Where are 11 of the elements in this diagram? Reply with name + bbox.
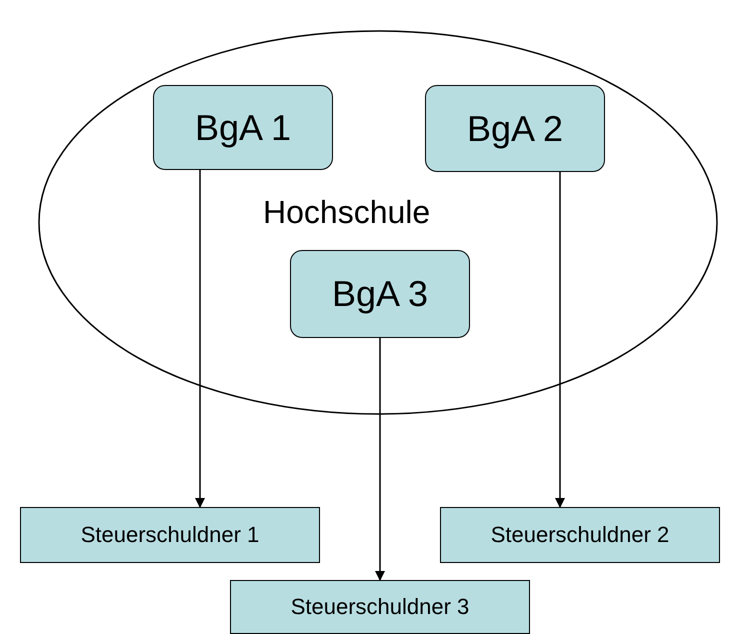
region-label: Hochschule [263,194,430,231]
unit-box: BgA 2 [425,85,605,172]
process-box: Steuerschuldner 2 [440,507,720,563]
unit-box: BgA 3 [290,250,470,338]
arrow [555,172,565,508]
process-box: Steuerschuldner 1 [20,507,320,563]
arrow [195,170,205,508]
unit-box: BgA 1 [153,85,333,170]
arrow [375,338,385,581]
process-box: Steuerschuldner 3 [230,580,530,634]
ellipse-region [38,30,718,415]
